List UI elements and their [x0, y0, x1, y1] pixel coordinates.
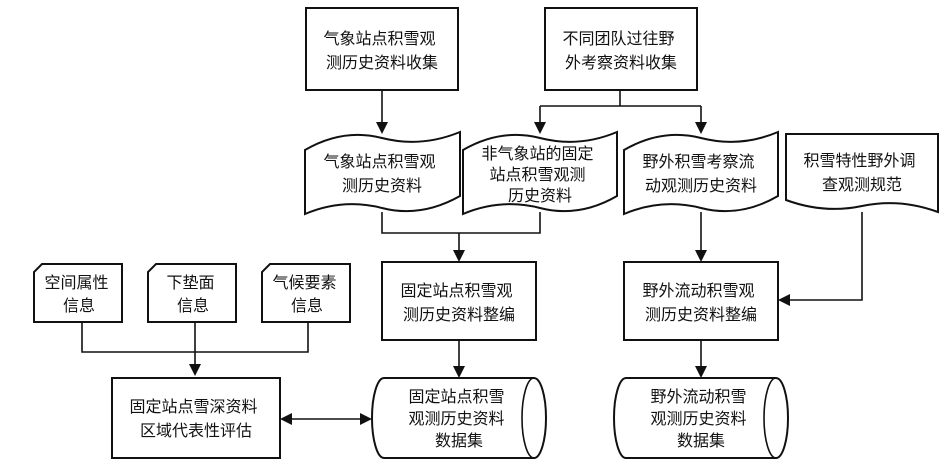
arrowhead [534, 122, 546, 134]
svg-text:气象站点积雪观 测历史资料收集: 气象站点积雪观 测历史资料收集 [323, 29, 440, 72]
node-label: 不同团队过往野 [562, 29, 674, 48]
node-eval: 固定站点雪深资料 区域代表性评估 [111, 377, 281, 459]
arrowhead [280, 413, 292, 425]
node-label: 测历史资料整编 [645, 305, 757, 324]
node-label: 积雪特性野外调 [803, 151, 915, 170]
node-field-compile: 野外流动积雪观 测历史资料整编 [623, 261, 779, 341]
node-team-collect: 不同团队过往野 外考察资料收集 [544, 7, 698, 91]
process-box [111, 377, 281, 459]
node-label: 站点积雪观测 [489, 165, 585, 184]
node-label: 信息 [177, 296, 209, 315]
svg-text:不同团队过往野 外考察资料收集: 不同团队过往野 外考察资料收集 [562, 29, 679, 72]
process-box [544, 7, 698, 91]
node-label: 测历史资料收集 [326, 53, 438, 72]
arrowhead [778, 294, 790, 306]
node-surface: 下垫面 信息 [147, 263, 237, 323]
node-label: 测历史资料整编 [403, 305, 515, 324]
document-shape [304, 130, 461, 216]
node-label: 固定站点积雪观 [400, 281, 512, 300]
edge-spec-to-field-compile [788, 212, 863, 301]
node-fixed-db: 固定站点积雪 观测历史资料 数据集 [371, 377, 547, 459]
node-nonmet-data: 非气象站的固定 站点积雪观测 历史资料 [462, 130, 618, 216]
process-box [623, 261, 779, 341]
node-fixed-compile: 固定站点积雪观 测历史资料整编 [381, 261, 537, 341]
arrowhead [695, 366, 707, 378]
svg-text:下垫面 信息: 下垫面 信息 [166, 273, 219, 315]
svg-text:固定站点雪深资料 区域代表性评估: 固定站点雪深资料 区域代表性评估 [129, 397, 262, 440]
node-label: 气象站点积雪观 [323, 152, 435, 171]
node-label: 动观测历史资料 [645, 176, 757, 195]
node-label: 固定站点积雪 [408, 387, 504, 406]
svg-text:野外积雪考察流 动观测历史资料: 野外积雪考察流 动观测历史资料 [642, 152, 759, 195]
node-climate: 气候要素 信息 [261, 263, 351, 323]
card-shape [261, 263, 351, 323]
node-label: 气候要素 [272, 273, 336, 292]
process-box [381, 261, 537, 341]
node-met-data: 气象站点积雪观 测历史资料 [304, 130, 461, 216]
arrowhead [189, 364, 201, 376]
node-label: 观测历史资料 [408, 409, 504, 428]
svg-text:野外流动积雪观 测历史资料整编: 野外流动积雪观 测历史资料整编 [642, 281, 759, 324]
svg-text:气象站点积雪观 测历史资料: 气象站点积雪观 测历史资料 [323, 152, 440, 195]
node-label: 野外流动积雪观 [642, 281, 754, 300]
node-label: 历史资料 [508, 186, 572, 205]
node-label: 查观测规范 [822, 175, 902, 194]
node-label: 野外积雪考察流 [642, 152, 754, 171]
node-label: 外考察资料收集 [565, 53, 677, 72]
node-label: 区域代表性评估 [140, 421, 252, 440]
document-shape [462, 130, 618, 216]
node-label: 固定站点雪深资料 [129, 397, 257, 416]
node-spec: 积雪特性野外调 查观测规范 [785, 133, 939, 214]
node-label: 观测历史资料 [650, 409, 746, 428]
node-spatial: 空间属性 信息 [33, 263, 123, 323]
card-shape [33, 263, 123, 323]
arrowhead [695, 122, 707, 134]
edge-data-merge [381, 212, 541, 234]
arrowhead [453, 250, 465, 262]
connectors [81, 90, 863, 425]
node-label: 数据集 [435, 431, 483, 450]
node-field-db: 野外流动积雪 观测历史资料 数据集 [613, 377, 789, 459]
arrowhead [453, 366, 465, 378]
svg-text:固定站点积雪观 测历史资料整编: 固定站点积雪观 测历史资料整编 [400, 281, 517, 324]
arrowhead [376, 122, 388, 134]
document-shape [623, 130, 779, 216]
node-label: 信息 [291, 296, 323, 315]
node-label: 非气象站的固定 [481, 144, 593, 163]
svg-text:野外流动积雪 观测历史资料 数据集: 野外流动积雪 观测历史资料 数据集 [650, 387, 751, 450]
svg-text:空间属性 信息: 空间属性 信息 [44, 273, 113, 315]
node-field-data: 野外积雪考察流 动观测历史资料 [623, 130, 779, 216]
node-label: 空间属性 [44, 273, 108, 292]
node-label: 野外流动积雪 [650, 387, 746, 406]
svg-text:积雪特性野外调 查观测规范: 积雪特性野外调 查观测规范 [803, 151, 920, 194]
cylinder-edge [763, 377, 777, 459]
arrowhead [360, 413, 372, 425]
node-label: 数据集 [677, 431, 725, 450]
node-label: 信息 [63, 296, 95, 315]
node-met-collect: 气象站点积雪观 测历史资料收集 [305, 7, 459, 91]
svg-text:非气象站的固定 站点积雪观测 历史资: 非气象站的固定 站点积雪观测 历史资料 [481, 144, 598, 205]
cylinder-edge [521, 377, 535, 459]
node-label: 测历史资料 [342, 176, 422, 195]
node-label: 气象站点积雪观 [323, 29, 435, 48]
node-label: 下垫面 [166, 273, 214, 292]
arrowhead [695, 250, 707, 262]
svg-text:固定站点积雪 观测历史资料 数据集: 固定站点积雪 观测历史资料 数据集 [408, 387, 509, 450]
process-box [305, 7, 459, 91]
document-shape [785, 133, 939, 214]
svg-text:气候要素 信息: 气候要素 信息 [272, 273, 341, 315]
card-shape [147, 263, 237, 323]
